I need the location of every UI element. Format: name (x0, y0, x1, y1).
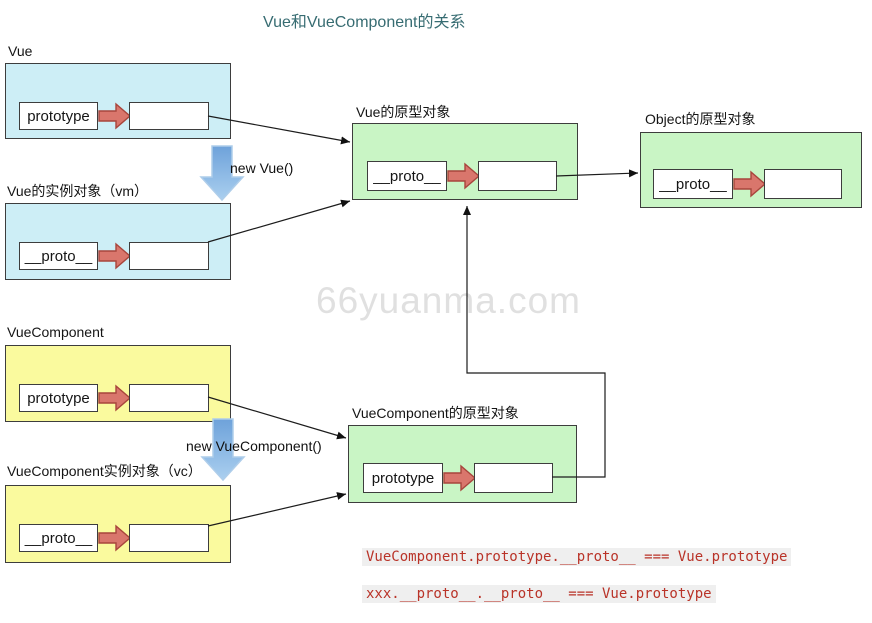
object-proto-slot: __proto__ (653, 169, 733, 199)
vuecomponent-class-label: VueComponent (7, 324, 104, 340)
object-prototype-object-label: Object的原型对象 (645, 111, 756, 127)
vm-instance-label: Vue的实例对象（vm） (7, 183, 149, 199)
vue-class-box: prototype (5, 63, 231, 139)
vue-prototype-object-box: __proto__ (352, 123, 578, 200)
vue-prototype-object-label: Vue的原型对象 (356, 104, 451, 120)
watermark-text: 66yuanma.com (316, 280, 581, 321)
vue-proto-slot: __proto__ (367, 161, 447, 191)
vuecomponent-prototype-object-box: prototype (348, 425, 577, 503)
vuecomponent-proto-slot: prototype (363, 463, 443, 493)
diagram-title: Vue和VueComponent的关系 (263, 14, 466, 31)
vue-pointer-cell (129, 102, 209, 130)
red-pointer-arrow-icon (447, 162, 481, 190)
new-vuecomponent-annotation: new VueComponent() (186, 438, 322, 454)
vc-instance-label: VueComponent实例对象（vc） (7, 463, 202, 479)
red-pointer-arrow-icon (733, 170, 767, 198)
red-pointer-arrow-icon (98, 384, 132, 412)
new-vue-annotation: new Vue() (230, 160, 294, 176)
vc-proto-slot: __proto__ (19, 524, 98, 552)
red-pointer-arrow-icon (98, 102, 132, 130)
object-prototype-object-box: __proto__ (640, 132, 862, 208)
vuecomponent-proto-pointer-cell (474, 463, 553, 493)
vc-instance-box: __proto__ (5, 485, 231, 563)
red-pointer-arrow-icon (98, 524, 132, 552)
red-pointer-arrow-icon (443, 464, 477, 492)
vue-prototype-slot: prototype (19, 102, 98, 130)
red-pointer-arrow-icon (98, 242, 132, 270)
object-proto-pointer-cell (764, 169, 842, 199)
vuecomponent-prototype-object-label: VueComponent的原型对象 (352, 405, 519, 421)
vm-instance-box: __proto__ (5, 203, 231, 280)
vm-proto-slot: __proto__ (19, 242, 98, 270)
vm-pointer-cell (129, 242, 209, 270)
vuecomponent-pointer-cell (129, 384, 209, 412)
vc-pointer-cell (129, 524, 209, 552)
vuecomponent-prototype-slot: prototype (19, 384, 98, 412)
code-line-prototype-chain-2: xxx.__proto__.__proto__ === Vue.prototyp… (362, 585, 716, 603)
vue-class-label: Vue (8, 43, 33, 59)
vuecomponent-class-box: prototype (5, 345, 231, 422)
code-line-prototype-chain-1: VueComponent.prototype.__proto__ === Vue… (362, 548, 792, 566)
vue-proto-pointer-cell (478, 161, 557, 191)
